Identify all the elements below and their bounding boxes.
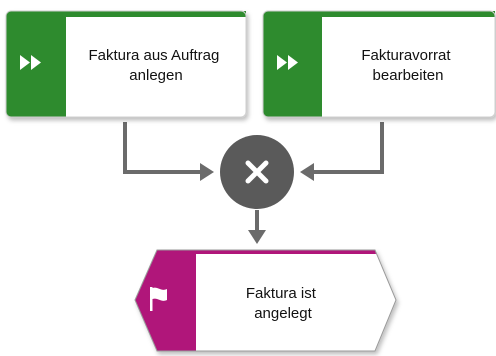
event-label-line-2: angelegt xyxy=(254,305,312,322)
flag-icon xyxy=(150,287,167,311)
arrowhead-right xyxy=(300,163,314,181)
event-accent-bar xyxy=(135,250,376,351)
edge-right-function-to-connector xyxy=(310,122,384,174)
function-accent-bar xyxy=(263,11,495,117)
event-label-line-1: Faktura ist xyxy=(246,285,317,302)
fast-forward-icon xyxy=(20,55,41,70)
function-label-line-2: anlegen xyxy=(129,67,182,84)
function-label-line-1: Faktura aus Auftrag xyxy=(88,47,219,64)
arrowhead-down xyxy=(248,230,266,244)
function-accent-bar xyxy=(6,11,246,117)
function-label: Fakturavorrat bearbeiten xyxy=(361,47,454,84)
fast-forward-icon xyxy=(277,55,298,70)
arrowhead-left xyxy=(200,163,214,181)
edge-left-function-to-connector xyxy=(123,122,205,174)
event-label: Faktura ist angelegt xyxy=(246,285,320,322)
function-label-line-2: bearbeiten xyxy=(373,67,444,84)
function-faktura-aus-auftrag[interactable] xyxy=(5,10,247,118)
connection-lines xyxy=(123,122,384,244)
event-faktura-ist-angelegt[interactable] xyxy=(134,249,397,352)
close-x-icon xyxy=(245,160,269,184)
xor-connector[interactable] xyxy=(220,135,294,209)
function-label: Faktura aus Auftrag anlegen xyxy=(88,47,223,84)
function-label-line-1: Fakturavorrat xyxy=(361,47,451,64)
function-fakturavorrat[interactable] xyxy=(262,10,496,118)
